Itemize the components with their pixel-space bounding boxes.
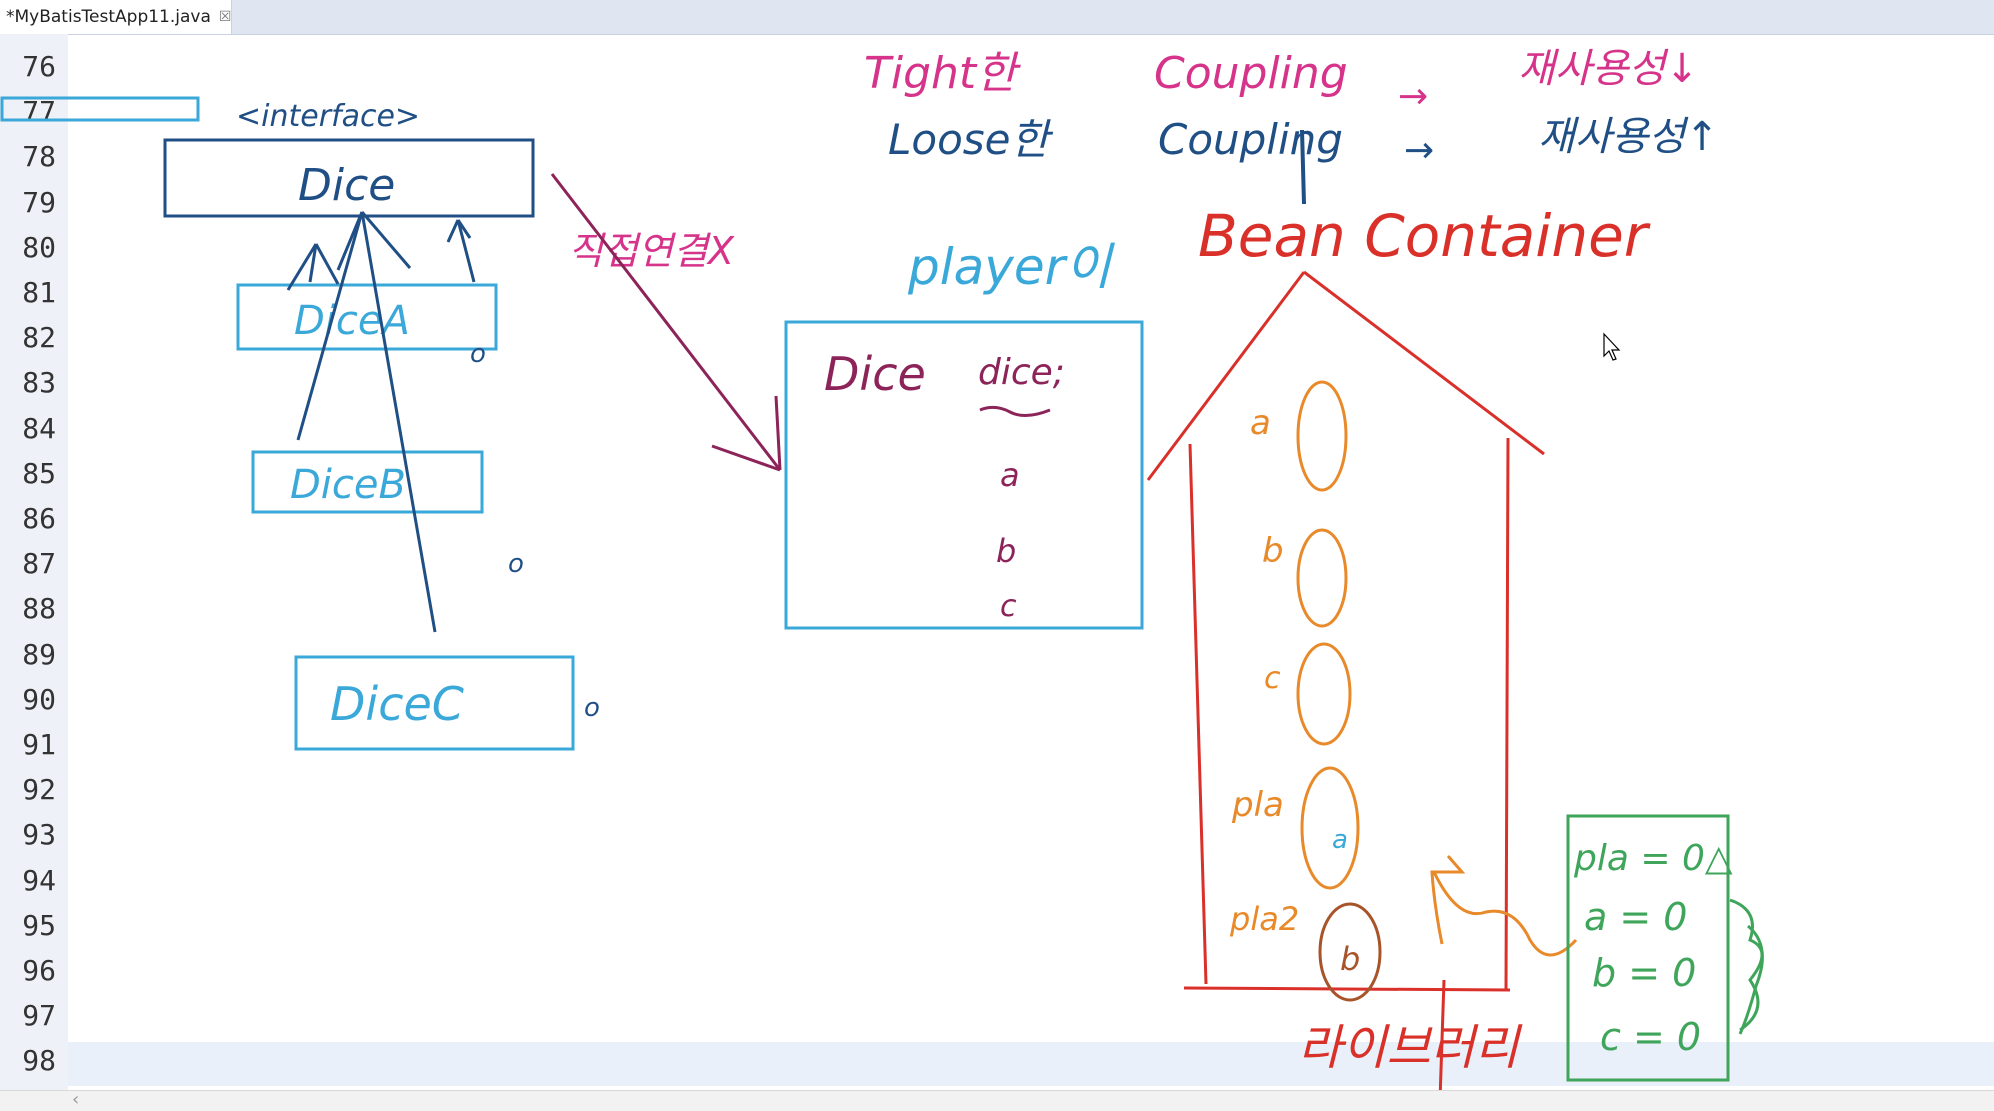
line-number: 87 [22,547,56,581]
reuse-up: 재사용성↑ [1538,114,1719,160]
wiring-arrow [1430,855,1578,957]
mark-o-2: o [508,549,524,579]
config-line-1: pla = 0△ [1573,838,1733,879]
arrow-2: → [1404,130,1434,171]
coupling-2: Coupling [1158,115,1343,164]
direct-link-label: 직접연결X [568,229,735,273]
interface-label: <interface> [236,99,420,134]
line-number: 80 [22,230,56,264]
tab-title: *MyBatisTestApp11.java [6,7,211,27]
dice-c-label: DiceC [330,677,464,731]
line-number: 89 [22,637,56,671]
line-number: 97 [22,999,56,1033]
line-number: 88 [22,592,56,626]
dice-b-box [251,450,484,514]
coupling-1: Coupling [1154,48,1348,99]
editor-tab-bar: *MyBatisTestApp11.java ☒ [0,0,1994,35]
config-box [1566,814,1730,1082]
line-number: 77 [22,95,56,129]
svg-text:a: a [1250,403,1271,443]
tab-mybatistestapp11[interactable]: *MyBatisTestApp11.java ☒ [0,0,232,34]
line-number: 95 [22,908,56,942]
line-number: 90 [22,682,56,716]
reuse-down: 재사용성↓ [1518,46,1699,92]
scroll-left-icon[interactable]: ‹ [72,1089,80,1110]
line-number: 98 [22,1044,56,1078]
svg-text:pla: pla [1231,785,1284,825]
library-label: 라이브러리 [1298,1020,1523,1076]
dice-interface-box [163,138,535,218]
svg-text:b: b [1262,531,1284,571]
mark-o-3: o [584,693,600,723]
svg-text:b: b [1340,940,1360,978]
player-field-type: Dice [824,347,926,401]
svg-text:a: a [1332,825,1348,855]
dice-b-label: DiceB [290,462,406,508]
config-line-2: a = 0 [1584,895,1687,939]
bean-items: a b c pla a pla2 b [1229,380,1382,1002]
dice-a-box [236,283,498,351]
player-a: a [1000,456,1020,494]
line-number: 86 [22,502,56,535]
dice-a-label: DiceA [294,298,410,344]
horizontal-scrollbar[interactable]: ‹ [0,1089,1994,1111]
line-number: 76 [22,50,56,83]
bean-container-label: Bean Container [1198,202,1651,270]
player-box [784,320,1144,630]
bean-container-house [1146,270,1545,992]
svg-text:pla2: pla2 [1229,900,1299,938]
line-number: 78 [22,140,56,174]
arrow-1: → [1398,76,1428,117]
tight-label: Tight한 [864,48,1021,99]
mouse-cursor-icon [1603,332,1621,361]
line-number-gutter [0,34,68,1090]
dice-label: Dice [298,160,395,211]
line-number: 94 [22,863,56,897]
line-number: 85 [22,456,56,490]
line-number: 84 [22,411,56,445]
line-number: 83 [22,366,56,400]
line77-highlight-box [0,96,200,122]
line-number: 92 [22,773,56,807]
mark-o-1: o [470,339,486,369]
player-b: b [996,532,1016,570]
line-number: 93 [22,818,56,852]
line-number: 96 [22,954,56,987]
player-label: player이 [907,238,1115,296]
direct-link-arrow [550,173,782,471]
dice-c-box [294,655,575,751]
loose-label: Loose한 [888,115,1054,164]
line-number: 82 [22,321,56,355]
player-c: c [1000,589,1017,624]
implements-arrows [286,211,476,633]
line-number: 91 [22,728,56,761]
tab-close-icon[interactable]: ☒ [218,9,232,25]
svg-text:c: c [1264,661,1281,696]
config-line-4: c = 0 [1600,1015,1701,1059]
line-number: 79 [22,185,56,219]
player-field-name: dice; [978,352,1065,393]
line-number: 81 [22,276,56,309]
config-line-3: b = 0 [1592,951,1696,995]
